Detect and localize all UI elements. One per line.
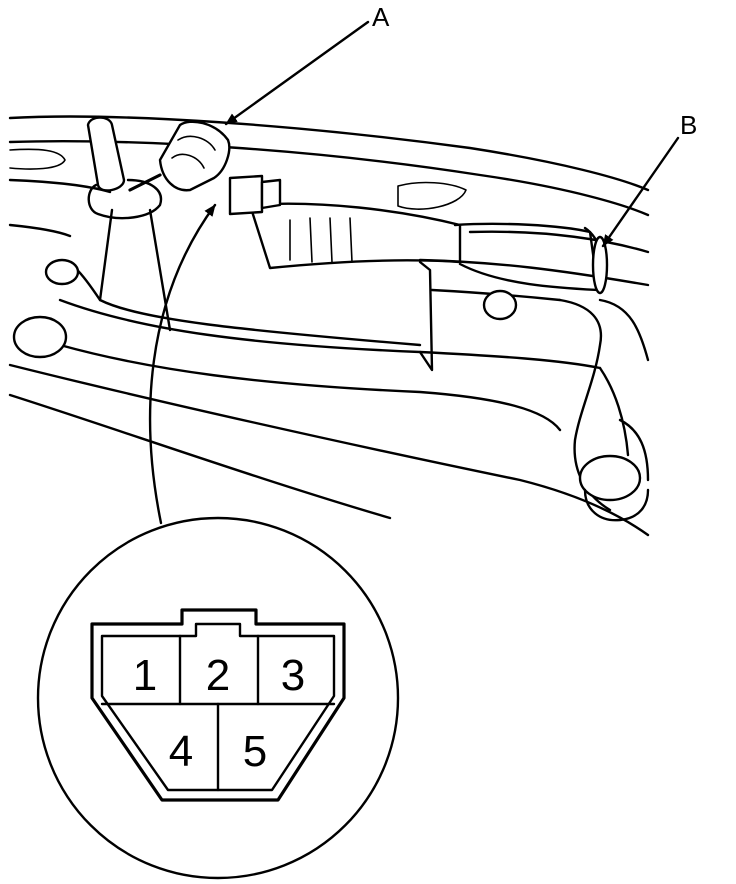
pin-5-label: 5 (243, 727, 267, 776)
connector-a (128, 120, 231, 192)
cowl-panel (8, 115, 650, 537)
pin-4-label: 4 (169, 727, 193, 776)
pin-1-label: 1 (133, 651, 157, 700)
pin-2-label: 2 (206, 651, 230, 700)
callout-a: A (224, 2, 390, 126)
wiper-pivot (58, 116, 422, 347)
detail-leader (148, 203, 217, 525)
callout-a-label: A (372, 2, 390, 32)
mounting-bolts (12, 258, 650, 522)
motor-socket (228, 174, 282, 216)
wiper-linkage (58, 260, 630, 512)
callout-b: B (601, 110, 697, 248)
callout-b-label: B (680, 110, 697, 140)
pin-3-label: 3 (281, 651, 305, 700)
connector-detail: 1 2 3 4 5 (36, 516, 400, 880)
wiper-motor (248, 202, 609, 321)
